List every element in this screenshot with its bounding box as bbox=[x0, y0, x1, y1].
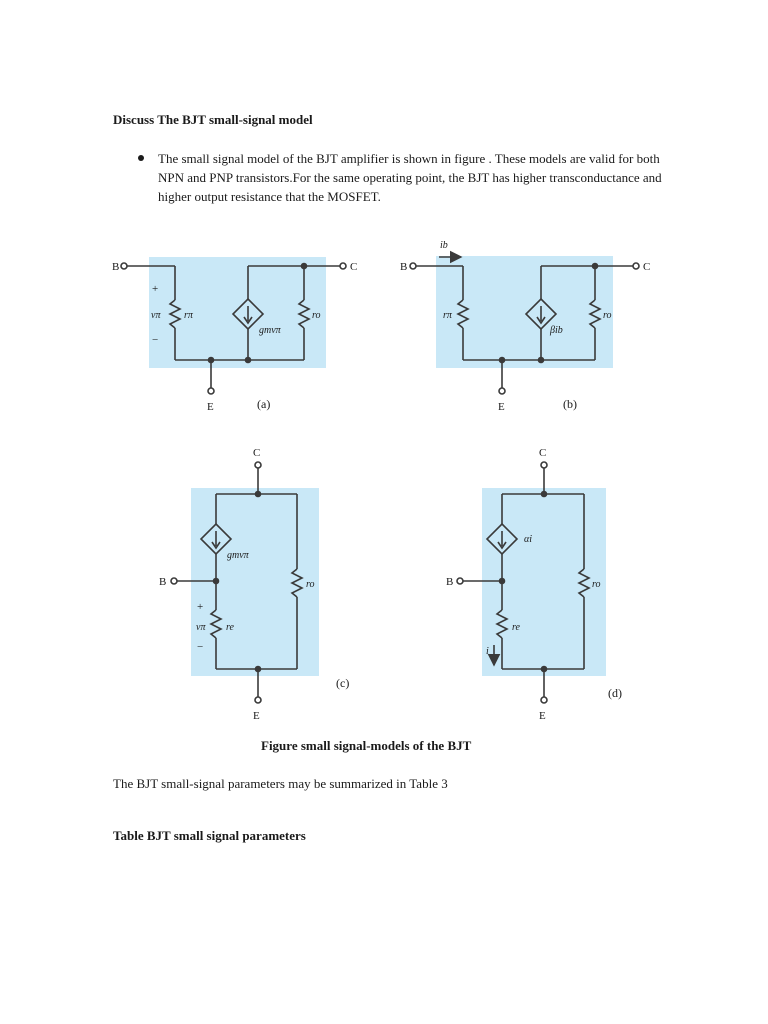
terminal-b-b[interactable] bbox=[409, 262, 417, 270]
caption-a: (a) bbox=[257, 397, 270, 411]
label-e-a: E bbox=[207, 401, 214, 413]
resistor-ro-d bbox=[577, 568, 591, 598]
label-e-b: E bbox=[498, 401, 505, 413]
terminal-c-a[interactable] bbox=[339, 262, 347, 270]
resistor-re-d bbox=[495, 609, 509, 639]
page-heading: Discuss The BJT small-signal model bbox=[113, 112, 313, 127]
beta-label-b: βib bbox=[549, 325, 563, 336]
i-label-d: i bbox=[486, 646, 489, 657]
re-label-d: re bbox=[512, 622, 521, 633]
resistor-ro-a bbox=[297, 299, 311, 329]
bullet-list: The small signal model of the BJT amplif… bbox=[130, 149, 670, 206]
rpi-label-b: rπ bbox=[443, 310, 453, 321]
ro-label-a: ro bbox=[312, 310, 321, 321]
terminal-b-c[interactable] bbox=[170, 577, 178, 585]
plus-a: + bbox=[152, 283, 158, 295]
ib-label-b: ib bbox=[440, 240, 448, 251]
caption-b: (b) bbox=[563, 397, 577, 411]
ro-label-b: ro bbox=[603, 310, 612, 321]
ro-label-d: ro bbox=[592, 579, 601, 590]
model-panel-d bbox=[456, 461, 606, 704]
resistor-re-c bbox=[209, 609, 223, 639]
label-e-c: E bbox=[253, 710, 260, 722]
terminal-e-d[interactable] bbox=[540, 696, 548, 704]
summary-sentence: The BJT small-signal parameters may be s… bbox=[113, 776, 448, 791]
terminal-b-d[interactable] bbox=[456, 577, 464, 585]
label-c-c: C bbox=[253, 447, 260, 459]
ro-label-c: ro bbox=[306, 579, 315, 590]
label-b-d: B bbox=[446, 576, 453, 588]
terminal-c-b[interactable] bbox=[632, 262, 640, 270]
label-e-d: E bbox=[539, 710, 546, 722]
model-panel-a bbox=[120, 257, 347, 395]
minus-c: − bbox=[197, 641, 203, 653]
vpi-a: vπ bbox=[151, 310, 161, 321]
label-c-b: C bbox=[643, 261, 650, 273]
caption-d: (d) bbox=[608, 686, 622, 700]
gm-label-c: gmvπ bbox=[227, 550, 250, 561]
figure-caption: Figure small signal-models of the BJT bbox=[261, 738, 472, 753]
terminal-e-a[interactable] bbox=[207, 387, 215, 395]
terminal-e-b[interactable] bbox=[498, 387, 506, 395]
resistor-rpi-b bbox=[456, 299, 470, 329]
terminal-e-c[interactable] bbox=[254, 696, 262, 704]
minus-a: − bbox=[152, 334, 158, 346]
alpha-label-d: αi bbox=[524, 534, 532, 545]
rpi-label-a: rπ bbox=[184, 310, 194, 321]
resistor-ro-c bbox=[290, 568, 304, 598]
terminal-c-c[interactable] bbox=[254, 461, 262, 469]
bullet-item: The small signal model of the BJT amplif… bbox=[130, 149, 670, 206]
resistor-ro-b bbox=[588, 299, 602, 329]
gm-label-a: gmvπ bbox=[259, 325, 282, 336]
label-b-a: B bbox=[112, 261, 119, 273]
label-c-a: C bbox=[350, 261, 357, 273]
resistor-rpi-a bbox=[168, 299, 182, 329]
label-b-c: B bbox=[159, 576, 166, 588]
re-label-c: re bbox=[226, 622, 235, 633]
label-b-b: B bbox=[400, 261, 407, 273]
table-title: Table BJT small signal parameters bbox=[113, 828, 306, 843]
bjt-models-figure: B C E + vπ − rπ gmvπ ro (a) B C E ib rπ … bbox=[112, 240, 650, 722]
model-panel-c bbox=[170, 461, 319, 704]
plus-c: + bbox=[197, 601, 203, 613]
terminal-c-d[interactable] bbox=[540, 461, 548, 469]
model-panel-b bbox=[409, 250, 640, 395]
label-c-d: C bbox=[539, 447, 546, 459]
vpi-c: vπ bbox=[196, 622, 206, 633]
panel-b-background bbox=[436, 256, 613, 368]
caption-c: (c) bbox=[336, 676, 349, 690]
terminal-b-a[interactable] bbox=[120, 262, 128, 270]
panel-c-background bbox=[191, 488, 319, 676]
